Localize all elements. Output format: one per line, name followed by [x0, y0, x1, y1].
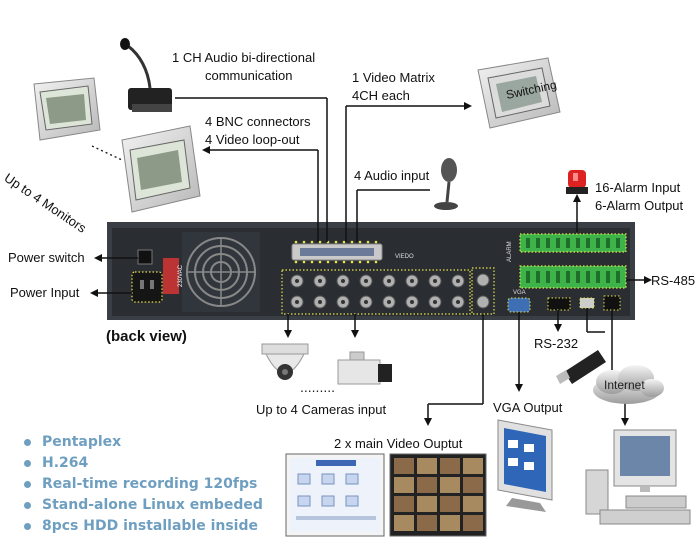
- panel-vga-tag: VGA: [513, 290, 526, 296]
- bnc-connectors-label: 4 BNC connectors: [205, 114, 311, 129]
- bullet-icon: [24, 523, 31, 530]
- feature-item: Pentaplex: [22, 432, 263, 453]
- video-matrix-label-line2: 4CH each: [352, 88, 410, 103]
- svg-text:.........: .........: [300, 379, 335, 395]
- bullet-icon: [24, 481, 31, 488]
- power-switch-label: Power switch: [8, 250, 85, 265]
- bullet-icon: [24, 460, 31, 467]
- feature-item: 8pcs HDD installable inside: [22, 516, 263, 537]
- internet-cloud-icon: [593, 365, 664, 404]
- usb-stick-icon: [556, 350, 606, 384]
- back-view-label: (back view): [106, 328, 187, 345]
- switching-monitor-icon: [477, 57, 561, 129]
- main-video-output-label: 2 x main Video Ouptut: [334, 436, 463, 451]
- main-video-multiview-screen: [389, 453, 487, 537]
- vga-lcd-monitor-icon: [497, 419, 553, 512]
- panel-voltage-tag: 230VAC: [178, 264, 184, 287]
- video-matrix-label: 1 Video Matrix: [352, 70, 435, 85]
- video-loop-out-label: 4 Video loop-out: [205, 132, 300, 147]
- audio-input-label: 4 Audio input: [354, 168, 430, 183]
- power-input-label: Power Input: [10, 285, 80, 300]
- cameras-input-label: Up to 4 Cameras input: [256, 402, 387, 417]
- feature-item: H.264: [22, 453, 263, 474]
- internet-label: Internet: [604, 378, 645, 392]
- vga-output-label: VGA Output: [493, 400, 563, 415]
- rs232-label: RS-232: [534, 336, 579, 351]
- dvr-back-panel: [107, 222, 635, 320]
- monitor-icon: [121, 125, 201, 213]
- feature-item: Stand-alone Linux embeded: [22, 495, 263, 516]
- main-video-menu-screen: [285, 453, 385, 537]
- desk-microphone-icon: [434, 158, 458, 210]
- monitor-icon: [33, 77, 101, 141]
- audio-bidirectional-label: 1 CH Audio bi-directional: [172, 50, 316, 65]
- rs485-label: RS-485: [651, 273, 696, 288]
- connection-lines: [90, 97, 652, 426]
- feature-item: Real-time recording 120fps: [22, 474, 263, 495]
- panel-video-tag: VIEDO: [395, 254, 414, 260]
- gooseneck-microphone-icon: [120, 38, 172, 112]
- alarm-beacon-icon: [566, 170, 588, 194]
- ptz-dome-camera-icon: [261, 343, 309, 380]
- panel-alarm-tag: ALARM: [507, 241, 513, 262]
- audio-bidirectional-label-line2: communication: [205, 68, 293, 83]
- desktop-pc-icon: [585, 429, 691, 525]
- alarm-output-label: 6-Alarm Output: [595, 198, 684, 213]
- bullet-icon: [24, 502, 31, 509]
- alarm-input-label: 16-Alarm Input: [595, 180, 681, 195]
- box-camera-icon: [337, 351, 392, 385]
- bullet-icon: [24, 439, 31, 446]
- feature-list: Pentaplex H.264 Real-time recording 120f…: [22, 432, 263, 537]
